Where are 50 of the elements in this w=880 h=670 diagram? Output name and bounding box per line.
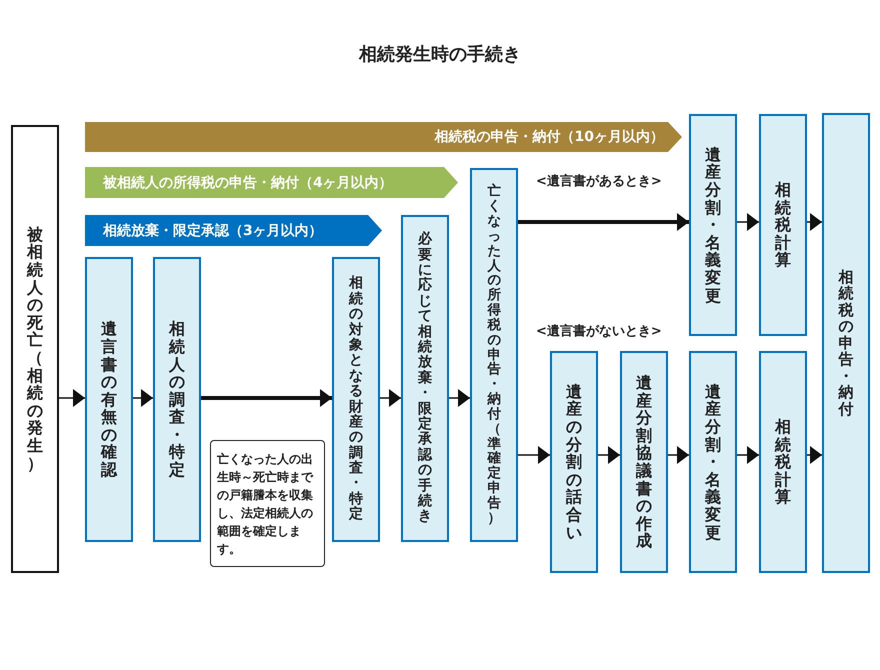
arrow bbox=[807, 213, 822, 231]
deadline-band bbox=[85, 215, 382, 246]
band-label: 相続税の申告・納付（10ヶ月以内） bbox=[434, 128, 664, 146]
step-label: 遺産分割協議書の作成 bbox=[636, 374, 652, 550]
step-label: 亡くなった人の所得税の申告・納付（準確定申告） bbox=[487, 184, 501, 526]
arrow bbox=[380, 389, 401, 407]
process-box bbox=[822, 113, 870, 573]
step-label: 相続税計算 bbox=[775, 418, 791, 506]
step-label: 被相続人の死亡（相続の発生） bbox=[27, 226, 43, 472]
step-label: 相続税の申告・納付 bbox=[838, 268, 854, 418]
arrow bbox=[737, 213, 759, 231]
arrow bbox=[737, 446, 759, 464]
arrow bbox=[59, 389, 85, 407]
diagram-title: 相続発生時の手続き bbox=[358, 43, 522, 66]
process-box bbox=[689, 351, 737, 573]
process-box bbox=[620, 351, 668, 573]
arrow bbox=[598, 446, 620, 464]
note-text: 亡くなった人の出生時～死亡時までの戸籍謄本を収集し、法定相続人の範囲を確定します。 bbox=[217, 450, 314, 558]
process-box bbox=[689, 114, 737, 336]
process-box bbox=[85, 257, 133, 542]
arrow bbox=[518, 446, 550, 464]
step-label: 相続人の調査・特定 bbox=[169, 320, 185, 479]
arrow bbox=[668, 446, 689, 464]
arrow bbox=[807, 446, 822, 464]
event-box bbox=[11, 125, 59, 573]
deadline-band bbox=[85, 122, 682, 152]
arrow bbox=[449, 389, 470, 407]
band-label: 被相続人の所得税の申告・納付（4ヶ月以内） bbox=[103, 174, 393, 192]
process-box bbox=[759, 351, 807, 573]
process-box bbox=[401, 215, 449, 542]
process-box bbox=[332, 257, 380, 542]
deadline-band bbox=[85, 167, 458, 198]
step-label: 遺産分割・名義変更 bbox=[705, 382, 721, 542]
arrow bbox=[201, 389, 332, 407]
process-box bbox=[550, 351, 598, 573]
step-label: 必要に応じて相続放棄・限定承認の手続き bbox=[418, 232, 432, 525]
step-label: 相続税計算 bbox=[775, 181, 791, 269]
arrow bbox=[518, 213, 689, 231]
arrow bbox=[133, 389, 153, 407]
process-box bbox=[470, 168, 518, 542]
step-label: 相続の対象となる財産の調査・特定 bbox=[349, 276, 363, 523]
process-box bbox=[759, 114, 807, 336]
note-box bbox=[210, 440, 325, 567]
step-label: 遺産分割・名義変更 bbox=[705, 146, 721, 304]
step-label: 遺産の分割の話合い bbox=[566, 382, 582, 542]
condition-label: <遺言書があるとき> bbox=[536, 172, 662, 190]
process-box bbox=[153, 257, 201, 542]
condition-label: <遺言書がないとき> bbox=[536, 322, 662, 340]
band-label: 相続放棄・限定承認（3ヶ月以内） bbox=[103, 222, 323, 240]
step-label: 遺言書の有無の確認 bbox=[101, 320, 117, 479]
